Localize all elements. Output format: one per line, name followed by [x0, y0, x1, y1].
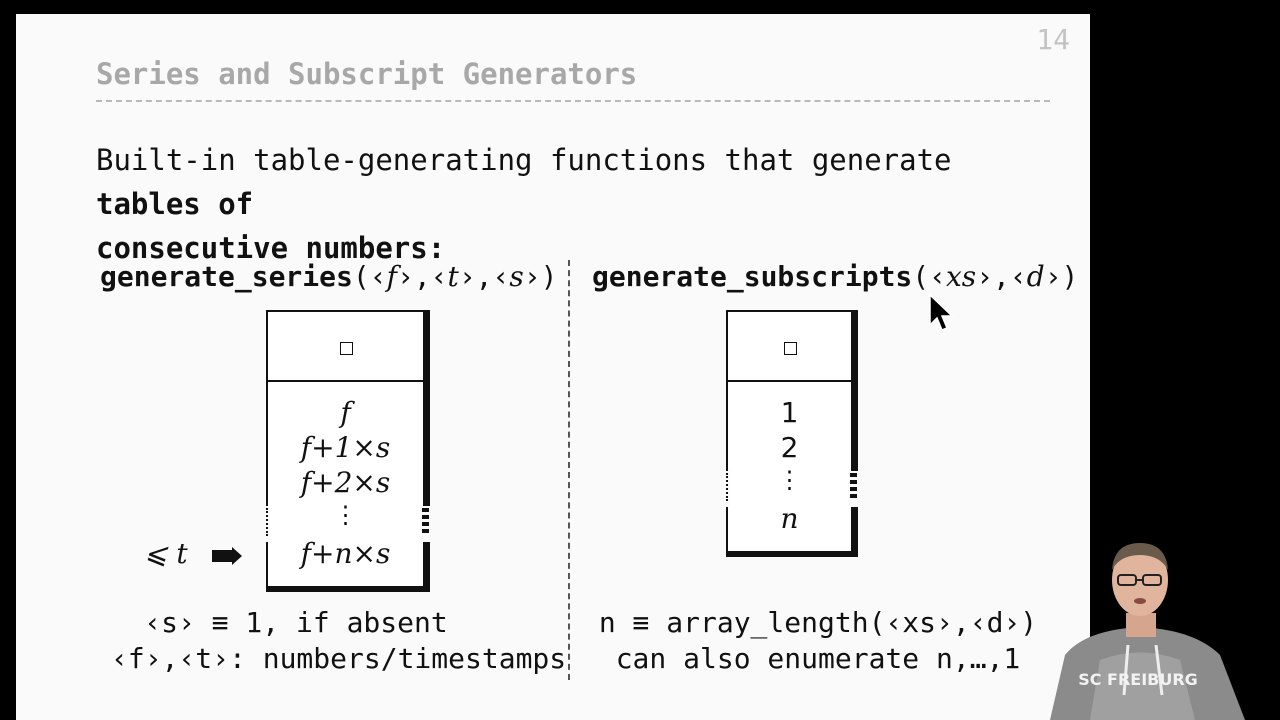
table-row: f+2×s [300, 466, 391, 499]
table-row: f+n×s [300, 537, 391, 570]
subscripts-result-table: 1 2 ⋮ n [726, 310, 858, 557]
table-gap-right [422, 508, 429, 536]
sep: ›,‹ [396, 260, 448, 293]
arg-d: d [1026, 260, 1045, 293]
paren-close: ›) [523, 260, 558, 293]
pointer-arrow-icon [212, 547, 242, 565]
arg-xs: xs [946, 260, 977, 293]
sep: ›,‹ [976, 260, 1027, 293]
intro-bold-2: consecutive numbers: [96, 231, 446, 265]
intro-text: Built-in table-generating functions that… [96, 138, 1056, 270]
top-black-bar [0, 0, 1280, 14]
paren-open: (‹ [912, 260, 947, 293]
vertical-ellipsis: ⋮ [333, 501, 358, 529]
arg-s: s [509, 260, 524, 293]
subscripts-note-enumerate: can also enumerate n,…,1 [615, 642, 1021, 675]
mouse-cursor-icon [929, 294, 954, 331]
title-divider [96, 100, 1050, 102]
intro-bold-1: tables of [96, 187, 254, 221]
table-gap-left [726, 473, 728, 501]
page-number: 14 [1036, 23, 1070, 56]
paren-close: ›) [1044, 260, 1079, 293]
presenter-image: SC FREIBURG [1050, 543, 1245, 720]
table-header [268, 312, 423, 382]
series-note-step: ‹s› ≡ 1, if absent [144, 606, 448, 639]
arg-t: t [447, 260, 459, 293]
table-row: f+1×s [300, 431, 391, 464]
fn-name-subscripts: generate_subscripts [592, 260, 913, 293]
vertical-ellipsis: ⋮ [777, 466, 802, 494]
table-gap-left [266, 508, 268, 536]
table-header [728, 312, 851, 382]
column-square-icon [339, 342, 353, 355]
generate-subscripts-signature: generate_subscripts(‹xs›,‹d›) [592, 260, 1078, 293]
column-divider [568, 260, 570, 680]
series-note-types: ‹f›,‹t›: numbers/timestamps [111, 642, 567, 675]
presenter-webcam: SC FREIBURG [1030, 535, 1260, 720]
fn-name-series: generate_series [100, 260, 353, 293]
slide: 14 Series and Subscript Generators Built… [16, 14, 1090, 720]
column-square-icon [783, 342, 797, 355]
arg-f: f [386, 260, 397, 293]
shirt-text: SC FREIBURG [1078, 670, 1198, 689]
bound-text: ⩽ t [144, 537, 188, 570]
intro-plain: Built-in table-generating functions that… [96, 143, 952, 177]
generate-series-signature: generate_series(‹f›,‹t›,‹s›) [100, 260, 557, 293]
table-row: 2 [780, 431, 799, 464]
table-row: n [780, 502, 799, 535]
table-gap-right [850, 473, 857, 501]
series-result-table: f f+1×s f+2×s ⋮ f+n×s [266, 310, 430, 592]
table-row: 1 [780, 396, 799, 429]
sep: ›,‹ [458, 260, 510, 293]
upper-bound-label: ⩽ t [144, 537, 188, 570]
subscripts-note-length: n ≡ array_length(‹xs›,‹d›) [598, 606, 1038, 639]
table-row: f [340, 396, 351, 429]
slide-title: Series and Subscript Generators [96, 57, 638, 91]
paren-open: (‹ [352, 260, 387, 293]
